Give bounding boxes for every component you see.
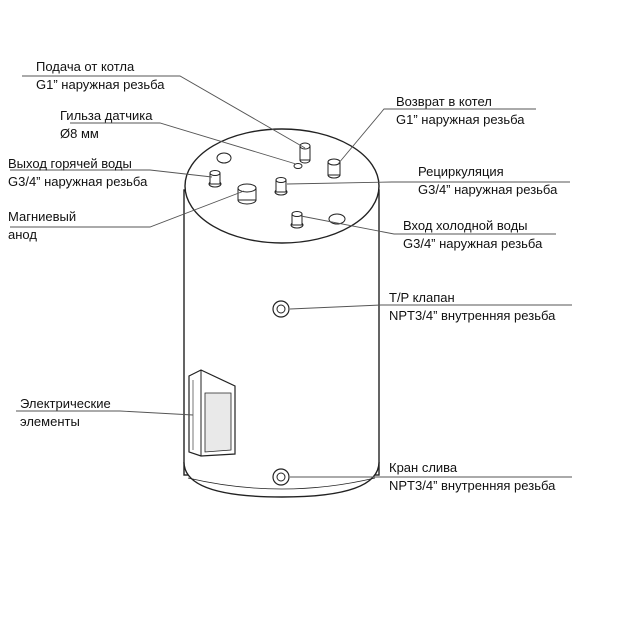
label-boiler-supply: Подача от котла G1” наружная резьба — [36, 58, 164, 94]
leader-cold-in — [300, 215, 556, 235]
label-sensor-well: Гильза датчика Ø8 мм — [60, 107, 152, 143]
label-magnesium-anode: Магниевый анод — [8, 208, 76, 244]
drain-port-icon — [272, 468, 290, 486]
label-sensor-well-size: Ø8 мм — [60, 126, 99, 141]
label-magnesium-anode-line1: Магниевый — [8, 209, 77, 224]
label-electric-elements-line1: Электрические — [20, 396, 111, 411]
label-recirculation: Рециркуляция G3/4” наружная резьба — [418, 163, 557, 199]
top-fittings — [208, 142, 346, 229]
leader-lines — [10, 75, 572, 478]
label-tp-valve-name: T/P клапан — [389, 290, 455, 305]
leader-sensor — [70, 122, 297, 165]
label-boiler-return-thread: G1” наружная резьба — [396, 112, 525, 127]
label-drain-valve-thread: NPT3/4” внутренняя резьба — [389, 478, 556, 493]
leader-tp-valve — [289, 304, 572, 310]
label-boiler-return-name: Возврат в котел — [396, 94, 492, 109]
label-boiler-supply-name: Подача от котла — [36, 59, 135, 74]
label-tp-valve: T/P клапан NPT3/4” внутренняя резьба — [389, 289, 555, 325]
plug-left-icon — [216, 152, 232, 164]
label-recirculation-name: Рециркуляция — [418, 164, 504, 179]
element-cover-icon — [188, 369, 236, 457]
label-electric-elements: Электрические элементы — [20, 395, 111, 431]
leader-elements — [16, 410, 194, 416]
recirc-fitting-icon — [274, 177, 288, 196]
tank-base-seam — [187, 477, 376, 490]
leader-anode — [10, 190, 245, 228]
cold-inlet-fitting-icon — [290, 211, 304, 229]
label-tp-valve-thread: NPT3/4” внутренняя резьба — [389, 308, 556, 323]
return-fitting-icon — [327, 158, 341, 179]
label-boiler-supply-thread: G1” наружная резьба — [36, 77, 165, 92]
label-recirculation-thread: G3/4” наружная резьба — [418, 182, 558, 197]
label-cold-water-inlet-thread: G3/4” наружная резьба — [403, 236, 543, 251]
label-hot-water-outlet-thread: G3/4” наружная резьба — [8, 174, 148, 189]
label-drain-valve: Кран слива NPT3/4” внутренняя резьба — [389, 459, 555, 495]
plug-right-icon — [328, 213, 346, 225]
supply-fitting-icon — [299, 142, 311, 164]
label-sensor-well-name: Гильза датчика — [60, 108, 153, 123]
label-boiler-return: Возврат в котел G1” наружная резьба — [396, 93, 524, 129]
label-hot-water-outlet: Выход горячей воды G3/4” наружная резьба — [8, 155, 147, 191]
label-cold-water-inlet-name: Вход холодной воды — [403, 218, 528, 233]
label-cold-water-inlet: Вход холодной воды G3/4” наружная резьба — [403, 217, 542, 253]
sensor-well-icon — [293, 163, 303, 169]
leader-supply — [22, 75, 306, 149]
leader-return — [337, 108, 536, 165]
hot-outlet-fitting-icon — [208, 170, 222, 188]
anode-fitting-icon — [237, 183, 257, 205]
label-hot-water-outlet-name: Выход горячей воды — [8, 156, 132, 171]
label-drain-valve-name: Кран слива — [389, 460, 458, 475]
label-magnesium-anode-line2: анод — [8, 227, 37, 242]
leader-recirc — [286, 181, 570, 185]
leader-hot-out — [10, 169, 213, 178]
tp-valve-port-icon — [272, 300, 290, 318]
label-electric-elements-line2: элементы — [20, 414, 80, 429]
